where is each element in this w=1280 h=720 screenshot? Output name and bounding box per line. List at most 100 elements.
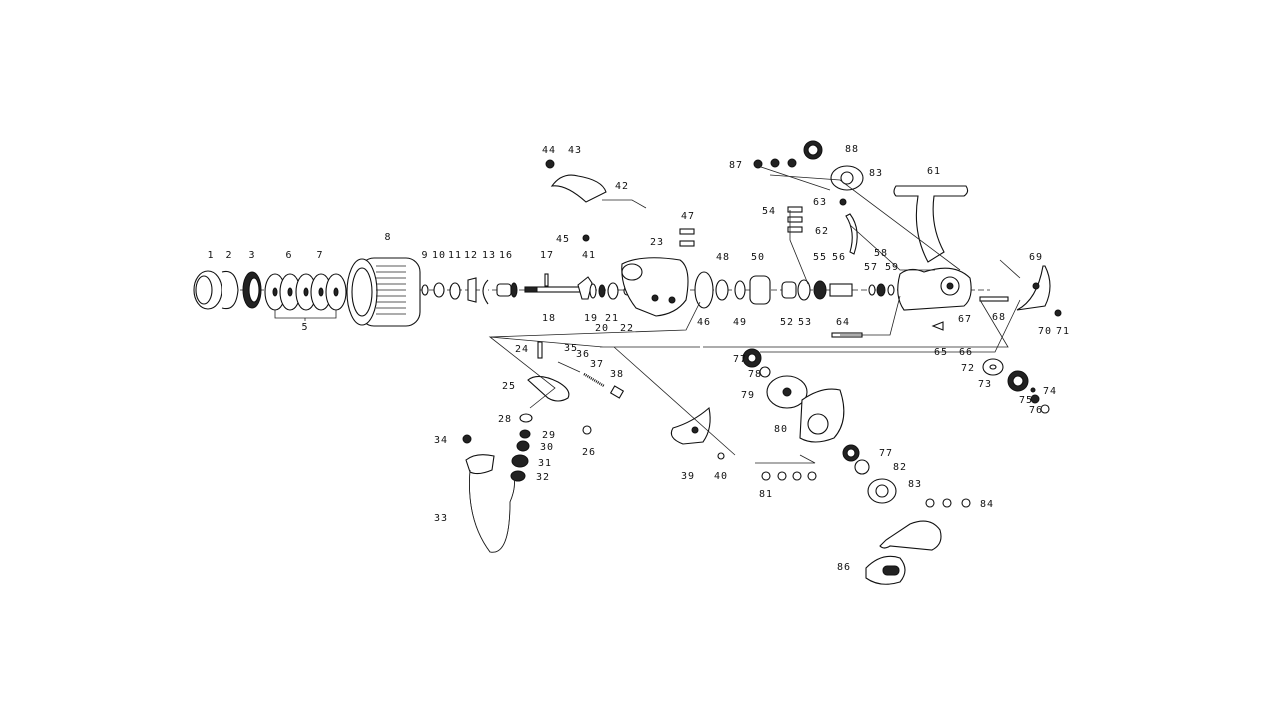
callout: 78 (748, 369, 762, 380)
callout: 8 (384, 232, 391, 243)
part-line-roller-arm (527, 375, 570, 402)
part-main-shaft (524, 273, 581, 293)
part-drive-gear (742, 348, 808, 409)
callout: 81 (759, 489, 773, 500)
callout: 71 (1056, 326, 1070, 337)
callout-labels: 1 2 3 6 7 5 8 9 10 11 12 13 16 17 18 19 … (207, 144, 1070, 573)
callout: 65 (934, 347, 948, 358)
callout: 43 (568, 145, 582, 156)
part-screws-47 (679, 228, 695, 247)
part-65 (931, 321, 944, 331)
part-71 (1054, 309, 1062, 317)
callout: 68 (992, 312, 1006, 323)
callout: 5 (301, 322, 308, 333)
part-68 (979, 296, 1009, 302)
callout: 7 (316, 250, 323, 261)
part-rotor-rear (694, 271, 895, 309)
part-handle (865, 520, 942, 585)
part-bail-arm-bottom (670, 406, 725, 460)
leader-lines (488, 165, 1021, 456)
callout: 59 (885, 262, 899, 273)
callout: 16 (499, 250, 513, 261)
part-drag-knob (193, 270, 223, 310)
part-oscillation-gear (982, 358, 1050, 414)
callout: 84 (980, 499, 994, 510)
callout: 87 (729, 160, 743, 171)
callout: 41 (582, 250, 596, 261)
callout: 64 (836, 317, 850, 328)
part-screws-81 (761, 471, 817, 481)
part-body-cover (799, 388, 845, 443)
callout: 29 (542, 430, 556, 441)
callout: 76 (1029, 405, 1043, 416)
callout: 50 (751, 252, 765, 263)
callout: 24 (515, 344, 529, 355)
callout: 42 (615, 181, 629, 192)
part-bail-wire (462, 434, 515, 553)
callout: 20 (595, 323, 609, 334)
callout: 67 (958, 314, 972, 325)
part-body (893, 185, 972, 311)
callout: 70 (1038, 326, 1052, 337)
callout: 77 (879, 448, 893, 459)
callout: 47 (681, 211, 695, 222)
part-spring-set (557, 361, 625, 399)
callout: 83 (908, 479, 922, 490)
callout: 33 (434, 513, 448, 524)
callout: 11 (448, 250, 462, 261)
leader-5 (274, 310, 337, 319)
part-82 (854, 459, 870, 475)
callout: 13 (482, 250, 496, 261)
part-24 (537, 341, 543, 359)
callout: 25 (502, 381, 516, 392)
callout: 12 (464, 250, 478, 261)
callout: 45 (556, 234, 570, 245)
callout: 18 (542, 313, 556, 324)
callout: 79 (741, 390, 755, 401)
callout: 55 (813, 252, 827, 263)
callout: 35 (564, 343, 578, 354)
part-spool (346, 257, 421, 327)
callout: 17 (540, 250, 554, 261)
callout: 40 (714, 471, 728, 482)
callout: 1 (207, 250, 214, 261)
callout: 37 (590, 359, 604, 370)
part-clip (221, 270, 239, 310)
callout: 54 (762, 206, 776, 217)
callout: 36 (576, 349, 590, 360)
part-screws-84 (925, 498, 971, 508)
part-line-roller-stack (510, 413, 533, 482)
callout: 31 (538, 458, 552, 469)
callout: 58 (874, 248, 888, 259)
callout: 2 (225, 250, 232, 261)
part-screw-45 (582, 234, 590, 242)
part-cap-83b (867, 478, 897, 504)
callout: 38 (610, 369, 624, 380)
callout: 62 (815, 226, 829, 237)
callout: 22 (620, 323, 634, 334)
callout: 26 (582, 447, 596, 458)
callout: 30 (540, 442, 554, 453)
callout: 74 (1043, 386, 1057, 397)
part-69 (1032, 282, 1040, 290)
callout: 48 (716, 252, 730, 263)
callout: 86 (837, 562, 851, 573)
part-drag-gear (242, 271, 262, 309)
callout: 32 (536, 472, 550, 483)
callout: 63 (813, 197, 827, 208)
callout: 49 (733, 317, 747, 328)
callout: 69 (1029, 252, 1043, 263)
part-screws-87 (753, 158, 797, 169)
callout: 34 (434, 435, 448, 446)
callout: 19 (584, 313, 598, 324)
part-screws-54 (787, 206, 803, 233)
part-drag-washers (264, 273, 347, 311)
callout: 9 (421, 250, 428, 261)
part-screw-63 (839, 198, 847, 206)
part-small-washers (421, 277, 518, 305)
callout: 80 (774, 424, 788, 435)
callout: 57 (864, 262, 878, 273)
callout: 3 (248, 250, 255, 261)
